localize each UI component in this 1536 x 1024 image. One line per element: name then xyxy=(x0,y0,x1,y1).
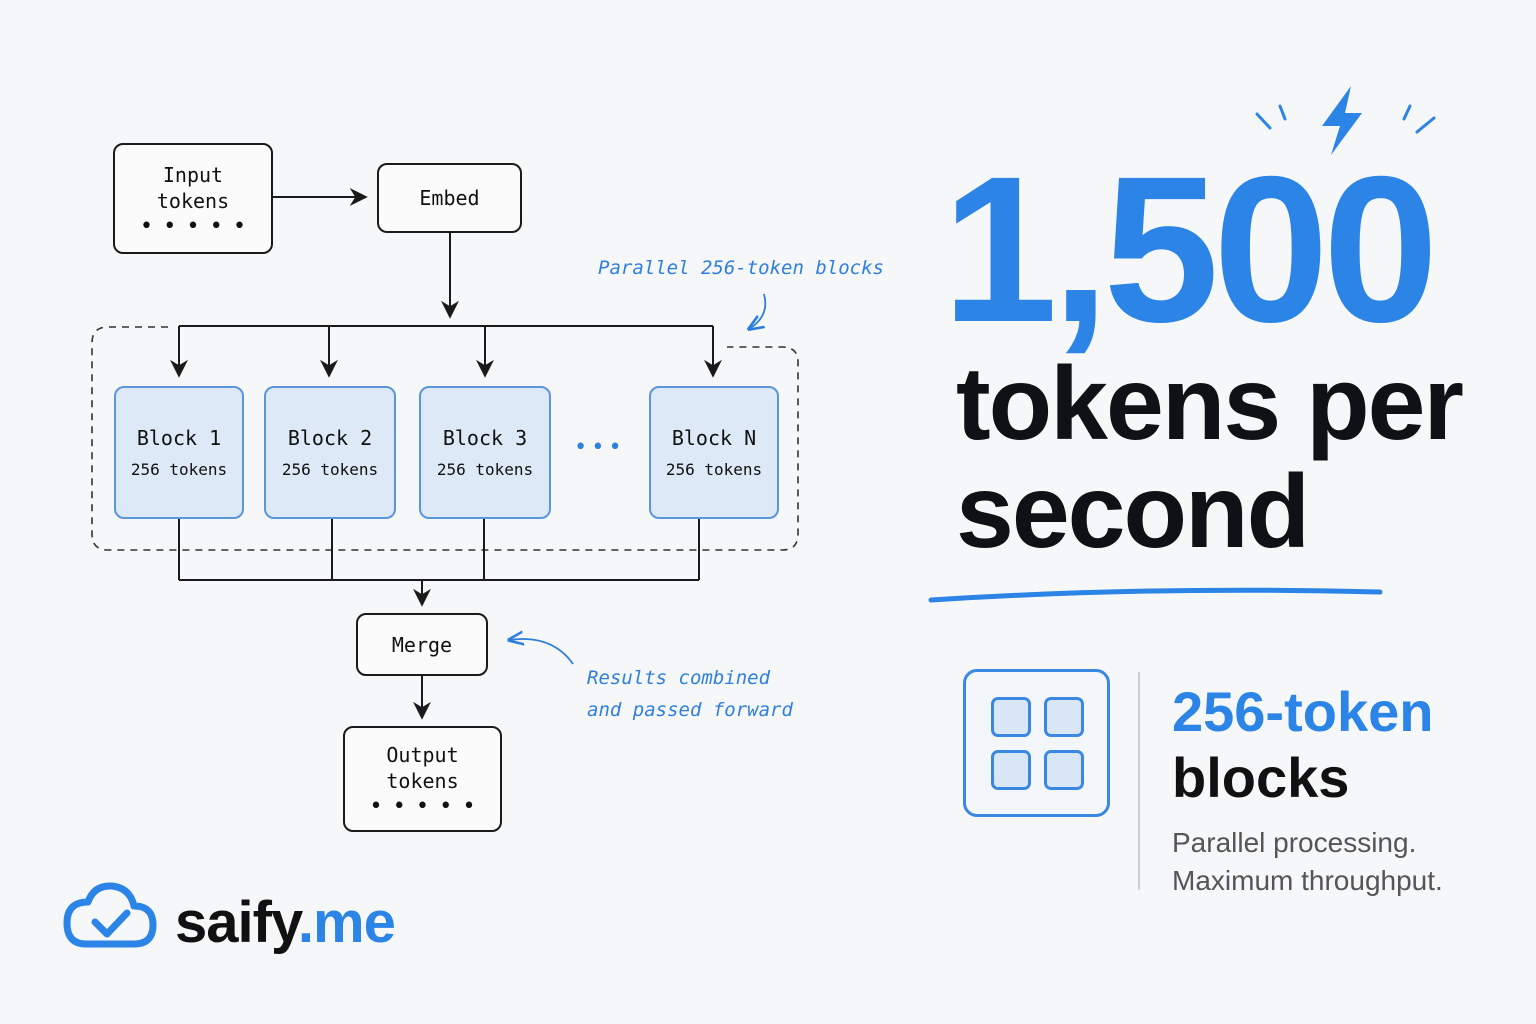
feature-desc-line2: Maximum throughput. xyxy=(1172,865,1443,896)
parallel-annotation: Parallel 256-token blocks xyxy=(598,257,884,279)
brand-name: saify xyxy=(175,890,299,955)
spark-left-1 xyxy=(1255,112,1272,130)
input-label-line1: Input xyxy=(162,162,224,187)
block-title: Block N xyxy=(671,425,757,450)
embed-box: Embed xyxy=(377,163,522,233)
feature-description: Parallel processing. Maximum throughput. xyxy=(1172,824,1443,900)
brand-tld: .me xyxy=(297,890,396,955)
blocks-ellipsis: ••• xyxy=(574,435,626,460)
block-3: Block 3 256 tokens xyxy=(419,386,551,519)
block-title: Block 1 xyxy=(136,425,222,450)
spark-right-2 xyxy=(1415,116,1436,134)
cloud-check-icon xyxy=(63,882,157,948)
output-dots: ••••• xyxy=(369,794,486,819)
output-label-line2: tokens xyxy=(386,769,459,793)
block-1: Block 1 256 tokens xyxy=(114,386,244,519)
embed-label: Embed xyxy=(419,186,480,210)
grid-icon xyxy=(963,669,1110,817)
headline-line2: second xyxy=(956,454,1310,570)
input-tokens-box: Input tokens ••••• xyxy=(113,143,273,254)
grid-cell xyxy=(1044,750,1084,790)
block-n: Block N 256 tokens xyxy=(649,386,779,519)
block-title: Block 3 xyxy=(442,425,528,450)
lightning-icon xyxy=(1322,86,1362,155)
feature-title-accent: 256-token xyxy=(1172,680,1434,743)
output-label-line1: Output xyxy=(386,743,459,767)
feature-title: blocks xyxy=(1172,746,1350,809)
merge-annotation: Results combined and passed forward xyxy=(587,662,793,726)
block-title: Block 2 xyxy=(287,425,373,450)
merge-annotation-line1: Results combined xyxy=(587,667,771,689)
block-2: Block 2 256 tokens xyxy=(264,386,396,519)
headline-number: 1,500 xyxy=(942,134,1439,366)
input-label-line2: tokens xyxy=(156,188,230,213)
grid-cell xyxy=(1044,697,1084,737)
input-dots: ••••• xyxy=(139,213,257,239)
merge-label: Merge xyxy=(391,632,453,657)
headline-underline xyxy=(928,587,1383,603)
headline-line1: tokens per xyxy=(956,346,1464,462)
merge-box: Merge xyxy=(356,613,488,676)
merge-annotation-line2: and passed forward xyxy=(587,699,793,721)
output-tokens-box: Output tokens ••••• xyxy=(343,726,502,832)
block-subtitle: 256 tokens xyxy=(130,459,228,479)
annotation-arrow-parallel xyxy=(749,293,767,329)
block-subtitle: 256 tokens xyxy=(436,459,534,479)
brand-logo-text: saify.me xyxy=(175,888,396,958)
grid-cell xyxy=(991,697,1031,737)
spark-right-1 xyxy=(1402,104,1412,121)
spark-left-2 xyxy=(1278,104,1287,121)
grid-cell xyxy=(991,750,1031,790)
parallel-group-boundary xyxy=(91,326,799,551)
block-subtitle: 256 tokens xyxy=(281,459,379,479)
annotation-arrow-merge xyxy=(509,639,574,665)
block-subtitle: 256 tokens xyxy=(665,459,763,479)
feature-desc-line1: Parallel processing. xyxy=(1172,827,1417,858)
